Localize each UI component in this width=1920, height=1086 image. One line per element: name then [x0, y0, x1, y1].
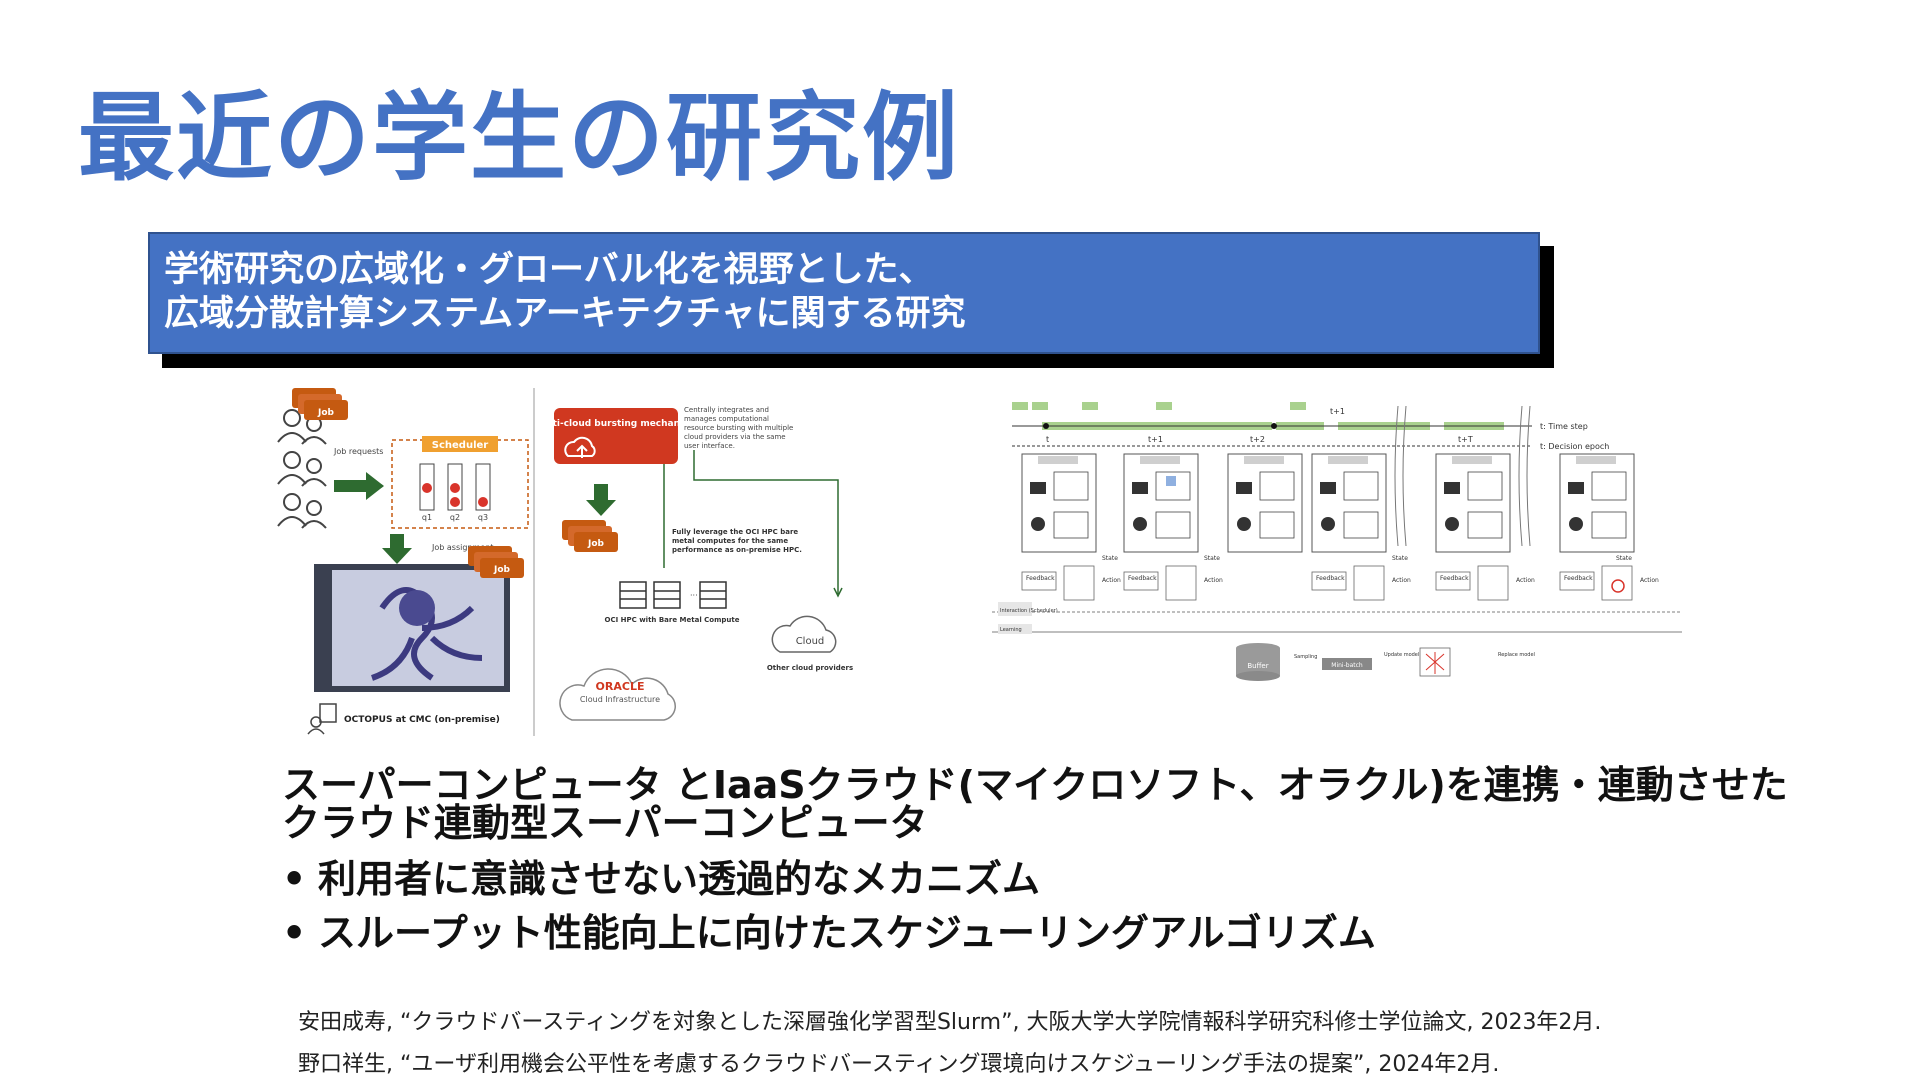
oci-servers-icon — [619, 581, 727, 609]
svg-text:State: State — [1392, 555, 1408, 562]
svg-text:Replace model: Replace model — [1498, 652, 1535, 658]
scheduler-label: Scheduler — [432, 440, 489, 451]
arrow-right-icon — [334, 472, 384, 500]
learning-label: Learning — [1000, 627, 1022, 633]
svg-text:q1: q1 — [422, 513, 432, 522]
cloud-upload-icon — [564, 436, 596, 458]
svg-text:t+1: t+1 — [1330, 407, 1345, 416]
mini-batch-label: Mini-batch — [1331, 662, 1363, 669]
oracle-cloud-icon — [559, 668, 676, 721]
svg-text:q2: q2 — [450, 513, 460, 522]
svg-text:···: ··· — [690, 591, 698, 600]
svg-text:t+2: t+2 — [1250, 435, 1265, 444]
svg-text:Action: Action — [1392, 577, 1411, 584]
decision-epoch-label: t: Decision epoch — [1540, 442, 1609, 451]
server-icon — [307, 703, 337, 735]
buffer-icon — [1236, 643, 1280, 681]
svg-text:Job: Job — [587, 539, 605, 549]
svg-text:Job: Job — [493, 565, 511, 575]
bursting-desc: Centrally integrates and manages computa… — [684, 406, 794, 450]
main-description: スーパーコンピュータ とIaaSクラウド(マイクロソフト、オラクル)を連携・連動… — [282, 766, 1788, 842]
svg-text:Action: Action — [1102, 577, 1121, 584]
bullet-symbol: • — [282, 911, 307, 955]
job-stack-icon-2: Job — [468, 546, 524, 578]
svg-text:Sampling: Sampling — [1294, 654, 1317, 660]
main-line-2: クラウド連動型スーパーコンピュータ — [282, 801, 928, 845]
slide-title: 最近の学生の研究例 — [78, 82, 960, 194]
grid-cells — [1053, 471, 1627, 539]
cloud-icon — [771, 615, 837, 653]
svg-text:Feedback: Feedback — [1316, 575, 1345, 582]
users-icon — [277, 409, 327, 529]
reference-item: 安田成寿, “クラウドバースティングを対象とした深層強化学習型Slurm”, 大… — [298, 1010, 1602, 1035]
feedback-boxes — [1021, 565, 1633, 601]
banner: 学術研究の広域化・グローバル化を視野とした、 広域分散計算システムアーキテクチャ… — [148, 232, 1540, 354]
arrow-down-icon — [382, 534, 412, 564]
svg-text:Action: Action — [1204, 577, 1223, 584]
main-line-1: スーパーコンピュータ とIaaSクラウド(マイクロソフト、オラクル)を連携・連動… — [282, 763, 1788, 807]
svg-text:Feedback: Feedback — [1440, 575, 1469, 582]
svg-text:t+T: t+T — [1458, 435, 1473, 444]
bullet-text: 利用者に意識させない透過的なメカニズム — [318, 857, 1041, 901]
bullet-item: •スループット性能向上に向けたスケジューリングアルゴリズム — [282, 906, 1376, 960]
step-labels: t t+1 t+2 t+T — [1046, 435, 1473, 444]
time-step-label: t: Time step — [1540, 422, 1588, 431]
svg-text:Action: Action — [1516, 577, 1535, 584]
interaction-label: Interaction (Scheduler) — [1000, 608, 1058, 614]
svg-text:Action: Action — [1640, 577, 1659, 584]
svg-text:Feedback: Feedback — [1026, 575, 1055, 582]
oracle-label: ORACLE — [596, 680, 645, 693]
oci-desc: Fully leverage the OCI HPC bare metal co… — [672, 528, 802, 554]
job-requests-label: Job requests — [333, 447, 383, 456]
svg-text:State: State — [1204, 555, 1220, 562]
reference-item: 野口祥生, “ユーザ利用機会公平性を考慮するクラウドバースティング環境向けスケジ… — [298, 1052, 1500, 1077]
banner-line-2: 広域分散計算システムアーキテクチャに関する研究 — [164, 294, 966, 334]
bullet-text: スループット性能向上に向けたスケジューリングアルゴリズム — [318, 911, 1376, 955]
svg-text:Update model: Update model — [1384, 652, 1419, 658]
octopus-label: OCTOPUS at CMC (on-premise) — [344, 715, 500, 725]
svg-text:Feedback: Feedback — [1128, 575, 1157, 582]
svg-text:State: State — [1616, 555, 1632, 562]
bullet-item: •利用者に意識させない透過的なメカニズム — [282, 852, 1376, 906]
cloud-bursting-figure: Job Job requests Scheduler q1 q2 q3 Job … — [277, 388, 853, 736]
queues — [419, 463, 491, 511]
buffer-label: Buffer — [1247, 662, 1268, 670]
bursting-title: Multi-cloud bursting mechanism — [534, 419, 698, 429]
oracle-sub-label: Cloud Infrastructure — [580, 695, 660, 704]
svg-text:t: t — [1046, 435, 1049, 444]
bullet-list: •利用者に意識させない透過的なメカニズム •スループット性能向上に向けたスケジュ… — [282, 852, 1376, 960]
arrow-down-icon-2 — [586, 484, 616, 516]
job-assignment-label: Job assignment — [431, 543, 493, 552]
svg-text:State: State — [1102, 555, 1118, 562]
bullet-symbol: • — [282, 857, 307, 901]
svg-text:q3: q3 — [478, 513, 488, 522]
references: 安田成寿, “クラウドバースティングを対象とした深層強化学習型Slurm”, 大… — [298, 1002, 1601, 1086]
svg-text:t+1: t+1 — [1148, 435, 1163, 444]
svg-text:Feedback: Feedback — [1564, 575, 1593, 582]
environment-boxes — [1021, 453, 1635, 553]
oci-hpc-label: OCI HPC with Bare Metal Compute — [605, 616, 740, 624]
job-label-top: Job — [317, 408, 335, 418]
job-stack-icon-3: Job — [562, 520, 618, 552]
other-clouds-label: Other cloud providers — [767, 664, 853, 672]
job-stack-icon: Job — [292, 388, 348, 420]
rl-scheduling-figure: t+1 t: Time step t: Decision epoch t t+1… — [992, 402, 1682, 681]
cloud-label: Cloud — [796, 636, 825, 647]
banner-line-1: 学術研究の広域化・グローバル化を視野とした、 — [164, 250, 934, 290]
